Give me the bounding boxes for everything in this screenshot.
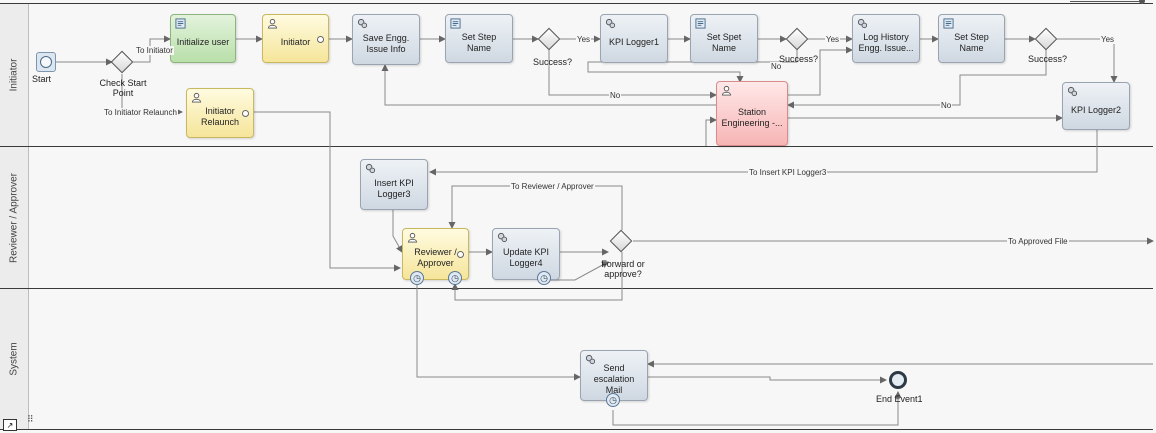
flow[interactable] [542, 261, 609, 281]
start-circle-icon [40, 56, 52, 68]
boundary-port [457, 251, 464, 258]
flow-no-1[interactable] [548, 50, 717, 99]
task-label: Initiator Relaunch [200, 106, 240, 127]
task-label: Save Engg. Issue Info [362, 32, 410, 54]
task-label: Update KPI Logger4 [502, 247, 550, 268]
task-label: KPI Logger2 [1070, 104, 1122, 115]
timer-icon[interactable]: ◷ [448, 271, 462, 285]
flow-label: No [940, 101, 953, 110]
task-set-spet-name[interactable]: Set Spet Name [690, 14, 758, 63]
task-initiator-relaunch[interactable]: Initiator Relaunch [186, 88, 254, 138]
gears-icon [1067, 86, 1078, 97]
gears-icon [365, 163, 376, 174]
task-label: Send escalation Mail [593, 363, 635, 395]
task-save-engg-issue-info[interactable]: Save Engg. Issue Info [352, 14, 420, 65]
user-icon [267, 18, 278, 29]
user-icon [721, 85, 732, 96]
flow-loop[interactable] [451, 252, 623, 301]
task-label: Initiator [280, 37, 311, 47]
task-update-kpi-logger4[interactable]: Update KPI Logger4 [492, 228, 560, 280]
task-label: Set Step Name [461, 31, 497, 53]
scroll-indicator [1070, 1, 1142, 2]
flow-label: To Initiator Relaunch [103, 108, 178, 117]
flow-no-2[interactable] [587, 50, 798, 83]
flow-label: No [770, 62, 783, 71]
lane-system: System [0, 288, 1153, 430]
scroll-knob[interactable] [1139, 0, 1145, 4]
flow-timer-to-mail[interactable] [416, 284, 581, 381]
flow-up[interactable] [705, 116, 717, 146]
gateway-label: Success? [1028, 54, 1068, 64]
task-station-engineering[interactable]: Station Engineering -... [716, 81, 788, 146]
gateway-label: Success? [779, 54, 819, 64]
flow-label: To Insert KPI Logger3 [748, 168, 828, 177]
lane-header[interactable]: Reviewer / Approver [0, 147, 29, 288]
flow-label: To Reviewer / Approver [510, 182, 595, 191]
task-label: Set Spet Name [706, 31, 742, 53]
script-icon [943, 18, 954, 29]
task-label: KPI Logger1 [608, 37, 660, 47]
gateway-label: Check Start Point [99, 78, 147, 98]
flow-mail-to-end[interactable] [648, 376, 887, 384]
flow-kpi3-to-reviewer[interactable] [392, 210, 403, 253]
flow-timer-to-end[interactable] [612, 391, 902, 426]
gears-icon [497, 232, 508, 243]
flow-to-reviewer-approver[interactable] [448, 185, 623, 230]
task-log-history[interactable]: Log History Engg. Issue... [852, 14, 920, 63]
flow-no-3[interactable] [787, 50, 1047, 109]
flow-label: Yes [576, 35, 592, 44]
expand-button[interactable]: ↗ [3, 419, 17, 431]
task-label: Initialize user [176, 37, 230, 47]
flow-label: No [609, 91, 622, 100]
end-label: End Event1 [876, 394, 923, 404]
task-send-escalation-mail[interactable]: Send escalation Mail [580, 350, 648, 401]
task-initiator[interactable]: Initiator [262, 14, 329, 63]
timer-icon[interactable]: ◷ [410, 271, 424, 285]
flow-label: Yes [825, 35, 841, 44]
start-label: Start [32, 74, 52, 84]
script-icon [695, 18, 706, 29]
task-set-step-name[interactable]: Set Step Name [445, 14, 513, 63]
script-icon [175, 18, 186, 29]
flow-station-to-save[interactable] [381, 64, 716, 106]
task-kpi-logger1[interactable]: KPI Logger1 [600, 14, 668, 63]
flow-to-insert-kpi3[interactable] [429, 130, 1098, 176]
start-event[interactable] [36, 52, 56, 72]
flow-label: To Initiator [135, 46, 174, 55]
task-initialize-user[interactable]: Initialize user [170, 14, 236, 63]
task-insert-kpi-logger3[interactable]: Insert KPI Logger3 [360, 159, 428, 210]
gears-icon [585, 354, 596, 365]
grip-icon[interactable]: ⠿ [27, 414, 34, 424]
task-label: Station Engineering -... [721, 106, 783, 128]
task-set-step-name-2[interactable]: Set Step Name [938, 14, 1005, 63]
flow-relaunch-to-reviewer[interactable] [254, 111, 401, 272]
flow-label: To Approved File [1007, 237, 1069, 246]
flow-label: Yes [1100, 35, 1116, 44]
gears-icon [605, 18, 616, 29]
task-label: Log History Engg. Issue... [858, 31, 914, 53]
user-icon [191, 92, 202, 103]
lane-header[interactable]: Initiator [0, 4, 29, 146]
boundary-port [242, 110, 249, 117]
lane-reviewer-approver: Reviewer / Approver [0, 146, 1153, 288]
timer-icon[interactable]: ◷ [606, 393, 620, 407]
boundary-port [317, 35, 324, 43]
end-event[interactable] [889, 371, 907, 389]
task-label: Insert KPI Logger3 [374, 177, 414, 199]
gateway-label: Forward or approve? [601, 259, 645, 279]
gateway-label: Success? [533, 57, 573, 67]
task-label: Reviewer / Approver [414, 247, 457, 268]
task-label: Set Step Name [954, 31, 989, 53]
user-icon [407, 232, 418, 243]
lane-header[interactable]: System [0, 289, 29, 429]
gears-icon [357, 18, 368, 29]
timer-icon[interactable]: ◷ [537, 271, 551, 285]
flow-station-to-log[interactable] [788, 46, 853, 96]
task-kpi-logger2[interactable]: KPI Logger2 [1062, 82, 1130, 130]
gears-icon [857, 18, 868, 29]
script-icon [450, 18, 461, 29]
